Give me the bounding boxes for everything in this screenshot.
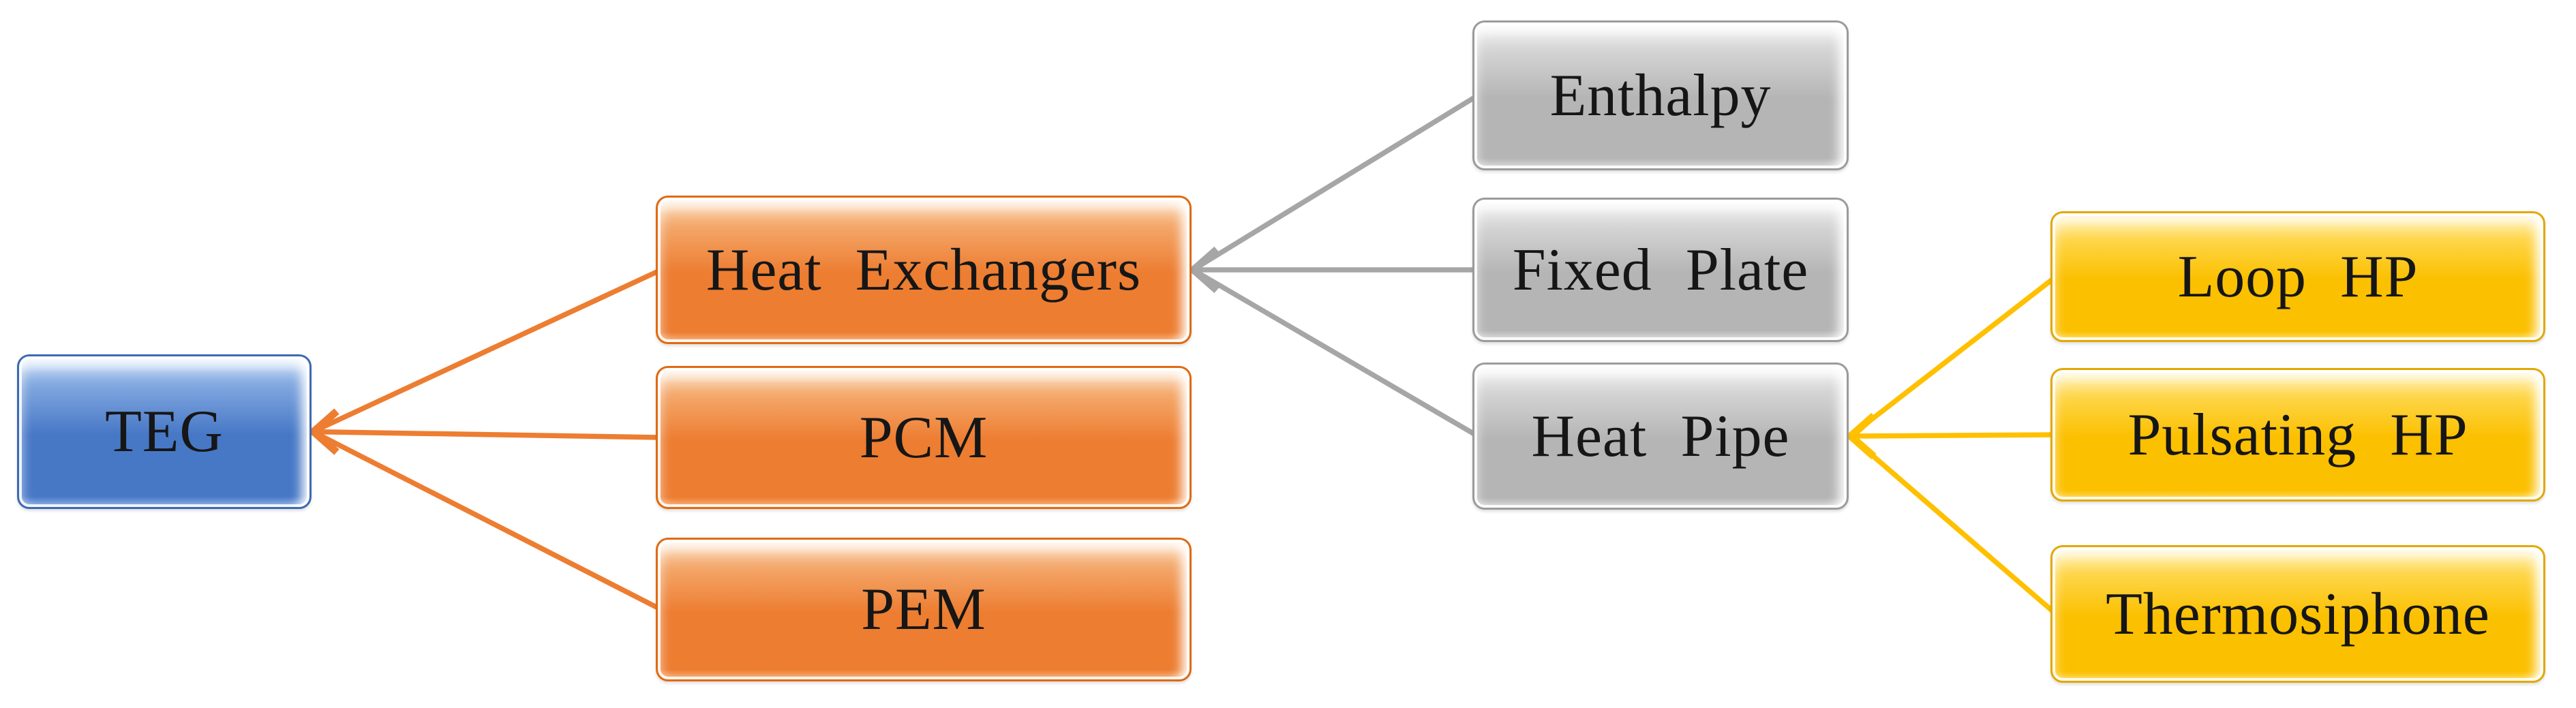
node-pem: PEM <box>656 538 1192 681</box>
node-pulsating-hp-label: Pulsating HP <box>2127 401 2468 468</box>
node-fixed-plate-label: Fixed Plate <box>1512 236 1809 303</box>
node-enthalpy: Enthalpy <box>1472 20 1849 170</box>
node-fixed-plate: Fixed Plate <box>1472 198 1849 342</box>
node-pcm-label: PCM <box>859 404 988 471</box>
node-loop-hp-label: Loop HP <box>2177 243 2419 310</box>
node-heat-exchangers: Heat Exchangers <box>656 196 1192 344</box>
node-pulsating-hp: Pulsating HP <box>2050 368 2545 502</box>
node-heat-pipe: Heat Pipe <box>1472 363 1849 510</box>
node-heat-exchangers-label: Heat Exchangers <box>706 236 1142 303</box>
node-teg: TEG <box>17 354 312 509</box>
node-loop-hp: Loop HP <box>2050 211 2545 342</box>
node-enthalpy-label: Enthalpy <box>1549 62 1772 129</box>
node-pcm: PCM <box>656 366 1192 509</box>
node-heat-pipe-label: Heat Pipe <box>1531 403 1790 470</box>
node-thermosiphone: Thermosiphone <box>2050 545 2545 683</box>
node-thermosiphone-label: Thermosiphone <box>2106 581 2490 647</box>
node-teg-label: TEG <box>105 399 224 465</box>
node-pem-label: PEM <box>861 576 986 643</box>
